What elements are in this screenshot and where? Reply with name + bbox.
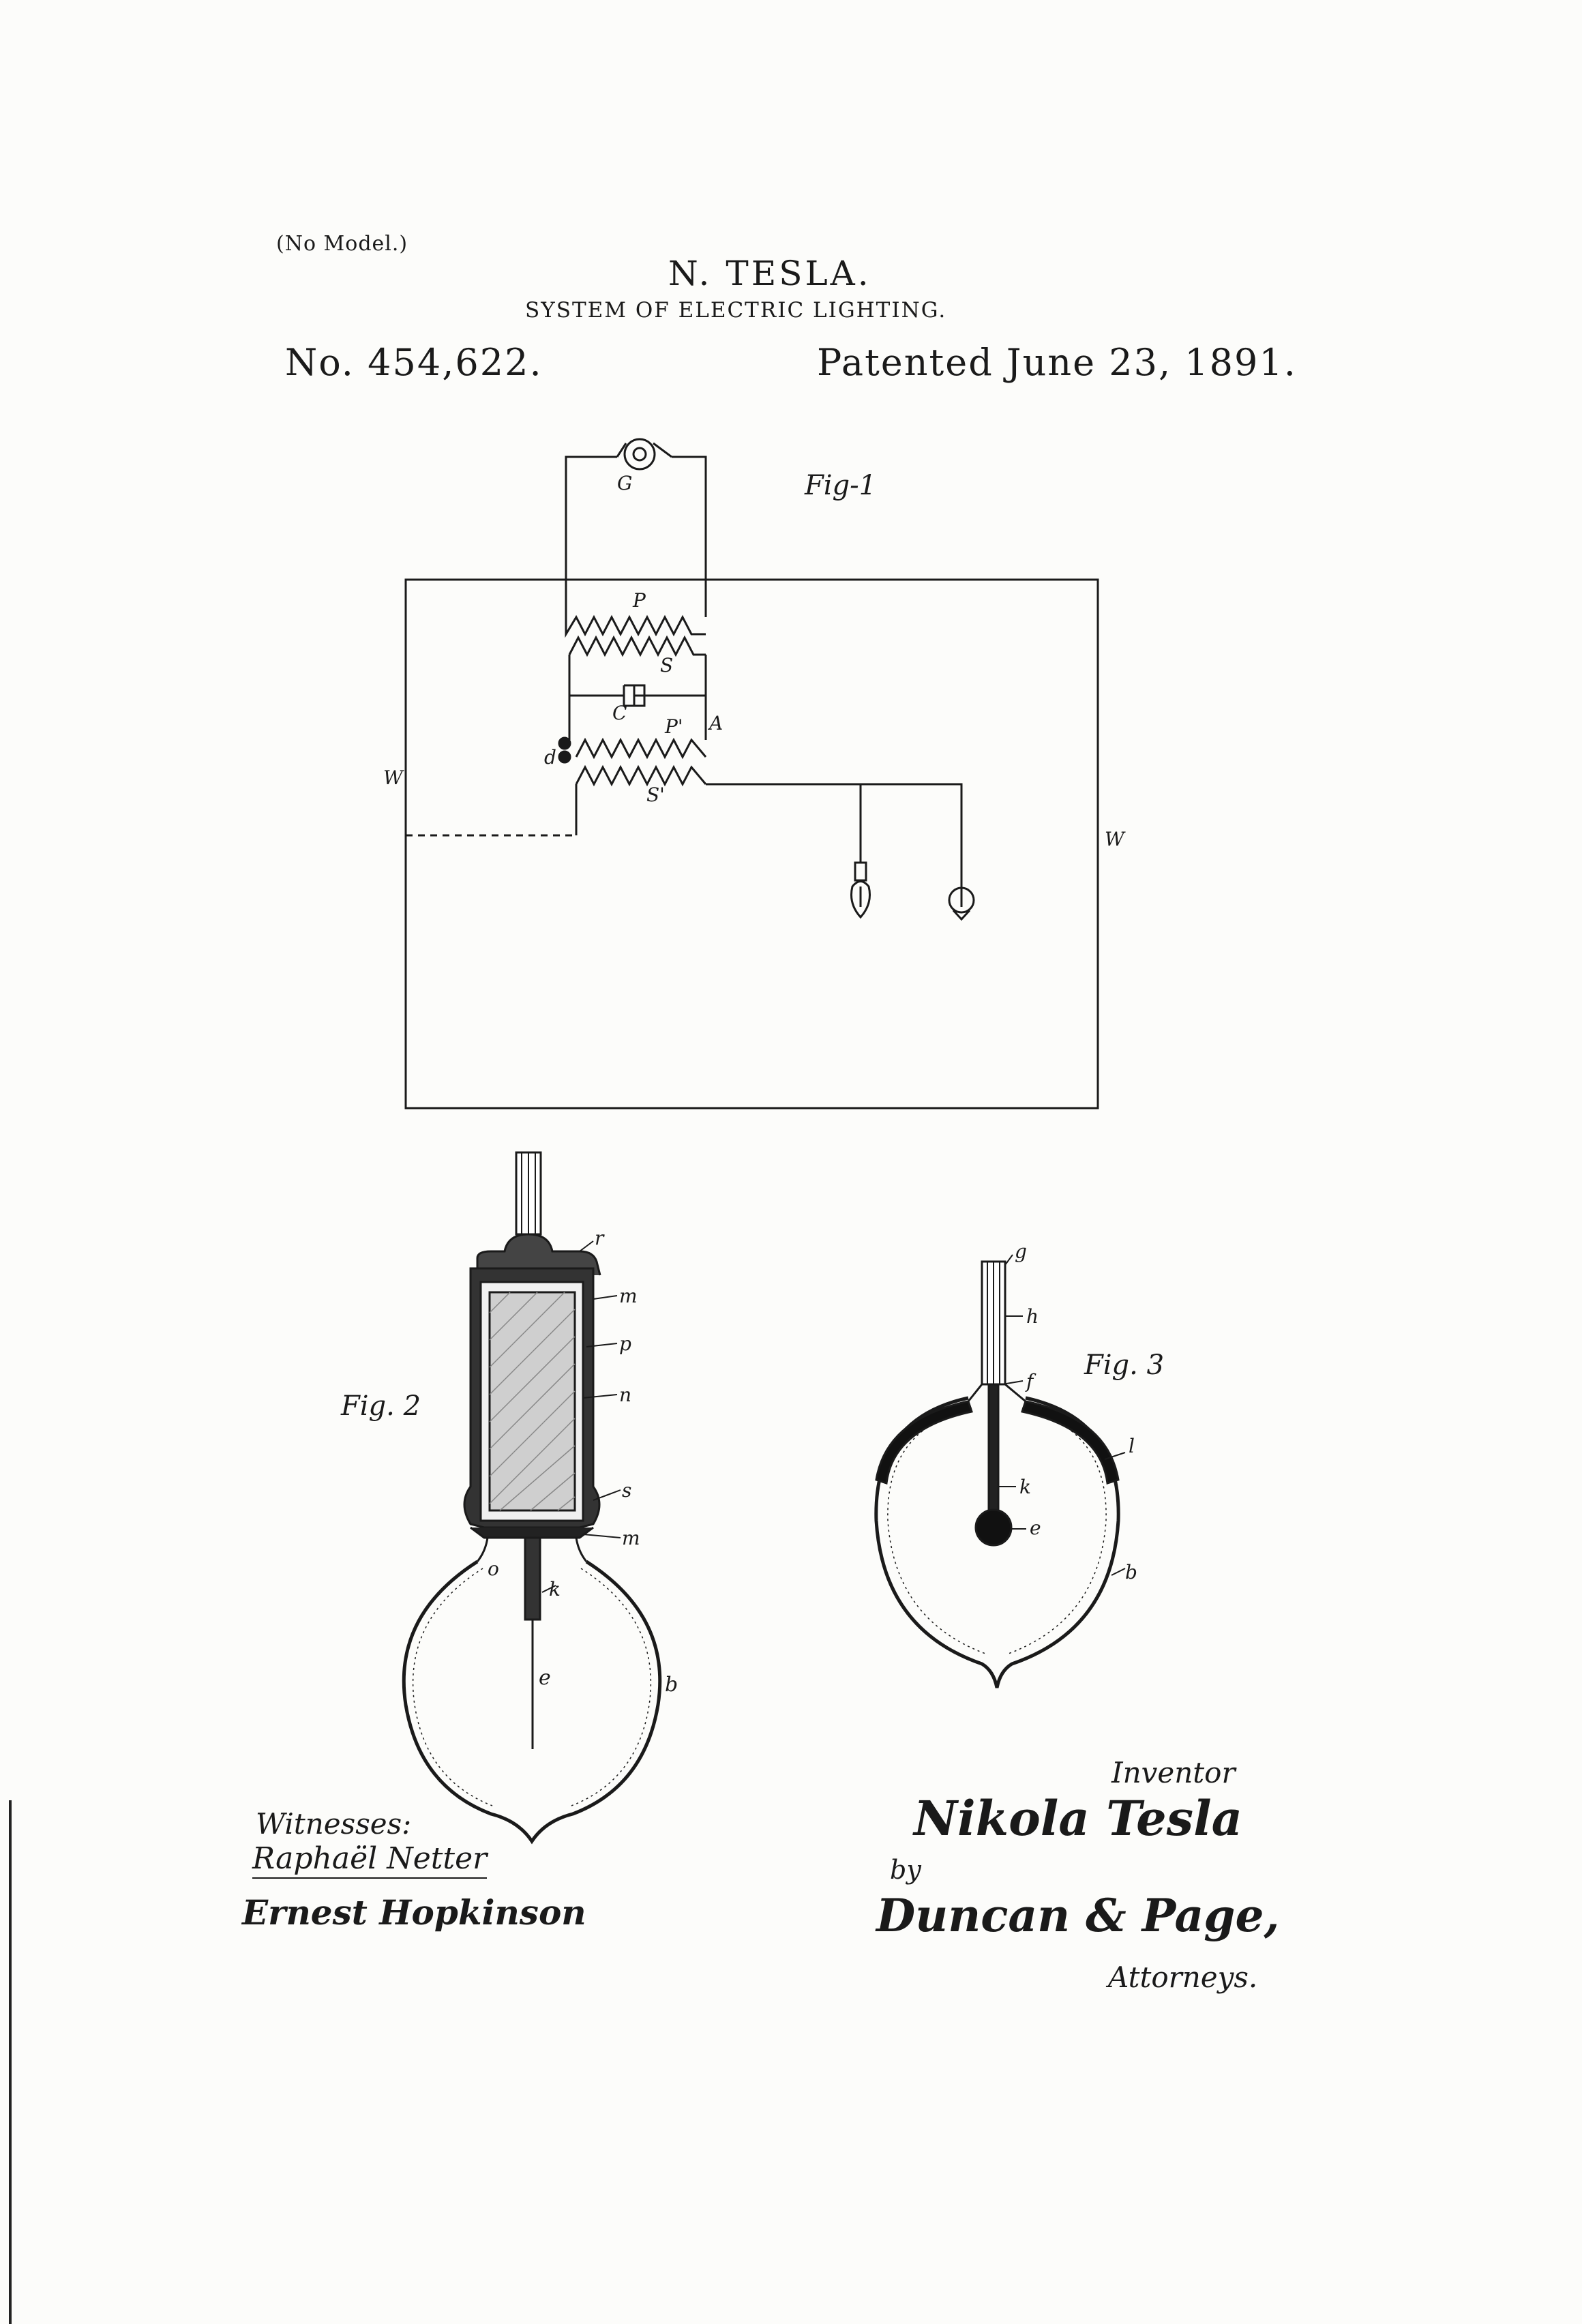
model-note: (No Model.) [276, 232, 408, 256]
fig1-letter-s-prime: S' [646, 784, 665, 806]
fig3-letter-l: l [1129, 1435, 1135, 1457]
inventor-name: N. TESLA. [668, 254, 871, 293]
fig3-letter-e: e [1030, 1517, 1041, 1539]
fig3-letter-g: g [1015, 1240, 1027, 1263]
fig1-letter-s: S [660, 654, 673, 676]
fig3-letter-k: k [1019, 1476, 1031, 1498]
fig2-letter-p: p [619, 1332, 631, 1355]
fig1-letter-w-right: W [1105, 828, 1126, 850]
fig1-label: Fig-1 [804, 470, 876, 501]
fig1-letter-d: d [544, 746, 556, 769]
by-label: by [890, 1855, 921, 1885]
fig2-letter-m-top: m [619, 1285, 638, 1307]
fig2-letter-o: o [488, 1558, 499, 1580]
attorneys-label: Attorneys. [1108, 1961, 1258, 1994]
inventor-label: Inventor [1111, 1756, 1236, 1789]
fig1-letter-w-left: W [383, 766, 404, 789]
fig2-letter-b: b [665, 1673, 678, 1697]
fig1-circuit [404, 438, 1099, 1109]
witnesses-label: Witnesses: [256, 1807, 412, 1841]
fig2-lamp [402, 1151, 662, 1845]
fig3-letter-b: b [1125, 1561, 1137, 1583]
fig2-label: Fig. 2 [340, 1390, 421, 1422]
fig1-letter-a: A [707, 712, 723, 734]
fig1-letter-c: C [612, 702, 627, 724]
fig1-letter-p: P [632, 589, 646, 612]
patent-number: No. 454,622. [285, 341, 543, 384]
patent-title: SYSTEM OF ELECTRIC LIGHTING. [525, 298, 947, 323]
fig3-letter-f: f [1025, 1370, 1036, 1392]
patent-date: Patented June 23, 1891. [817, 341, 1297, 384]
fig3-label: Fig. 3 [1084, 1350, 1164, 1381]
fig2-letter-n: n [619, 1384, 631, 1406]
fig2-letter-k: k [549, 1578, 561, 1600]
fig3-letter-h: h [1026, 1305, 1039, 1328]
fig1-letter-g: G [617, 472, 632, 494]
attorneys-signature: Duncan & Page, [876, 1889, 1280, 1942]
fig2-letter-s: s [622, 1479, 631, 1502]
witness-signature-2: Ernest Hopkinson [242, 1892, 586, 1933]
fig2-letter-m-bottom: m [622, 1527, 640, 1549]
fig3-lamp [874, 1254, 1126, 1688]
inventor-signature: Nikola Tesla [914, 1790, 1243, 1847]
fig1-letter-p-prime: P' [664, 715, 683, 738]
fig2-letter-r: r [595, 1227, 605, 1249]
fig2-letter-e: e [539, 1666, 551, 1690]
witness-signature-1: Raphaël Netter [252, 1841, 488, 1879]
